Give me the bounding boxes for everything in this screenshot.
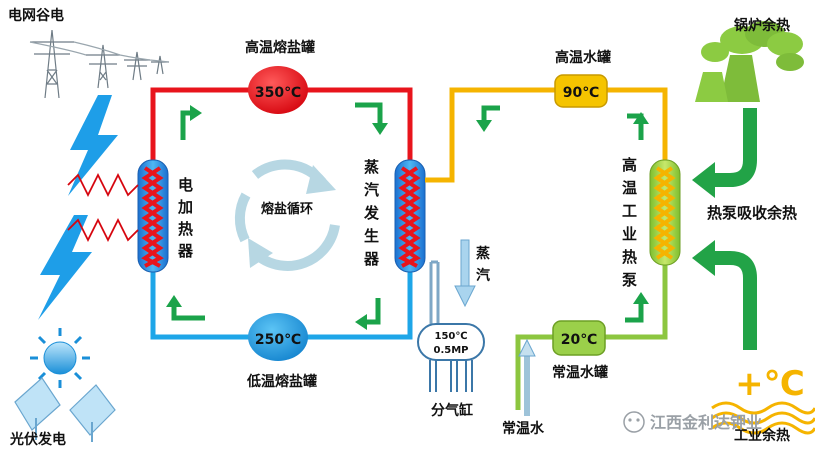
molten-salt-loop: 350℃ 高温熔盐罐 250℃ 低温熔盐罐 [137,39,426,390]
steam-generator-label: 蒸 汽 发 生 器 [363,158,384,268]
lightning-icon-lower [38,215,92,320]
heat-pump-exchanger[interactable] [649,159,681,266]
high-temp-salt-tank[interactable]: 350℃ [248,66,308,114]
power-tower-icon [29,29,170,99]
heater-wire-upper [67,172,139,198]
electric-heater-label: 电 加 热 器 [177,176,198,260]
water-heat-pump-loop: 90℃ 高温水罐 20℃ 常温水罐 高 温 工 业 热 泵 [425,49,681,437]
watermark: 江西金利达钾业 [623,411,762,433]
normal-water-value: 20℃ [561,332,597,348]
boiler-icon [695,21,804,102]
water-flow-arrows [476,105,649,323]
industrial-waste-heat-label: 工业余热 [734,427,790,444]
high-temp-water-tank[interactable]: 90℃ [554,74,608,108]
steam-label: 蒸 汽 [476,245,495,284]
splitter-label: 分气缸 [431,402,473,419]
low-temp-salt-value: 250℃ [255,332,301,348]
waste-heat-section: 锅炉余热 热泵吸收余热 +℃ 工业余热 [692,17,815,444]
salt-cycle-label: 熔盐循环 [261,201,313,217]
solar-panel-icon [14,377,116,442]
low-temp-salt-tank[interactable]: 250℃ [248,313,308,361]
high-temp-water-tank-label: 高温水罐 [555,49,611,66]
boiler-waste-heat-label: 锅炉余热 [734,17,790,34]
plus-celsius-symbol: +℃ [735,364,805,404]
splitter-pressure: 0.5MP [434,345,469,356]
lightning-icon [68,95,118,196]
normal-water-tank-label: 常温水罐 [552,364,608,381]
hot-water-pipe [425,87,668,183]
normal-water-inlet-arrow [518,338,536,416]
heat-pump-recovery-label: 热泵吸收余热 [707,204,797,222]
electric-heater-exchanger[interactable] [137,159,169,273]
normal-water-tank[interactable]: 20℃ [552,320,606,356]
heater-wire-lower [67,217,139,243]
high-temp-water-value: 90℃ [563,85,599,101]
low-temp-salt-tank-label: 低温熔盐罐 [246,373,317,390]
sun-icon [30,328,90,388]
industrial-heat-icon [711,401,815,435]
industrial-heat-arrow [692,240,757,350]
boiler-heat-arrow [692,108,757,198]
grid-power-label: 电网谷电 [8,7,64,24]
high-temp-salt-value: 350℃ [255,85,301,101]
heat-pump-label: 高 温 工 业 热 泵 [622,156,642,289]
pv-power-label: 光伏发电 [9,431,66,448]
high-temp-salt-tank-label: 高温熔盐罐 [245,39,315,56]
flow-arrow-tl [180,110,192,140]
splitter-vessel[interactable]: 150℃ 0.5MP [417,323,485,392]
steam-generator-exchanger[interactable] [394,159,426,273]
salt-flow-arrows [166,102,388,330]
power-sources: 电网谷电 [8,7,170,448]
splitter-temp: 150℃ [435,331,468,342]
steam-splitter-section: 蒸 汽 150℃ 0.5MP 分气缸 [417,239,495,419]
normal-water-label: 常温水 [502,420,545,437]
watermark-text: 江西金利达钾业 [650,413,762,432]
steam-arrow [454,239,476,308]
salt-cycle-circular-arrows [234,159,340,271]
